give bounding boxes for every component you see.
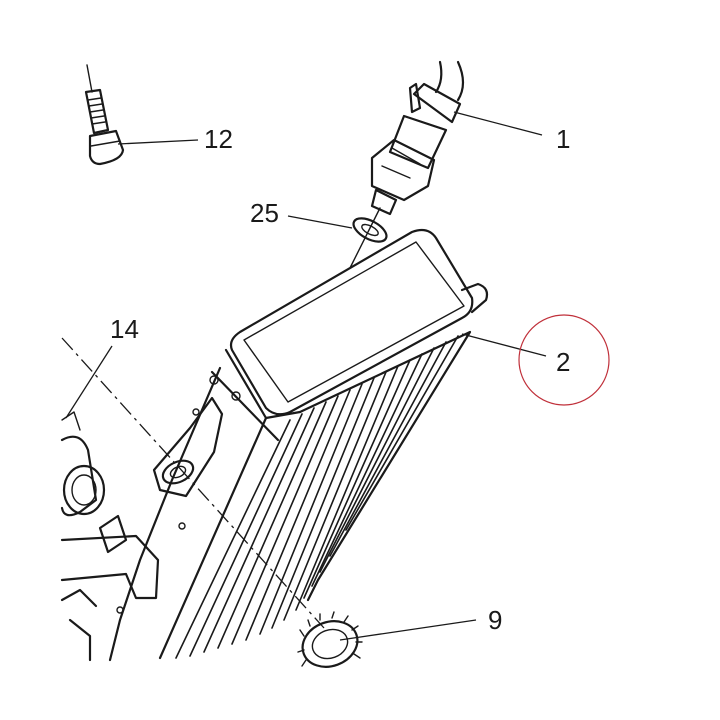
sensor-part — [349, 60, 465, 269]
frame-part — [60, 411, 160, 662]
callout-2: 2 — [556, 347, 570, 377]
highlight-ring — [518, 314, 610, 406]
bolt-part — [84, 64, 125, 166]
leader-lines — [65, 111, 547, 641]
callout-9: 9 — [488, 605, 502, 635]
callout-1: 1 — [556, 124, 570, 154]
radiator-fins — [175, 335, 459, 659]
callout-25: 25 — [250, 198, 279, 228]
gear-part — [297, 611, 363, 668]
radiator-part — [108, 228, 489, 662]
callout-14: 14 — [110, 314, 139, 344]
washer-part — [352, 217, 388, 243]
callout-12: 12 — [204, 124, 233, 154]
center-axis — [61, 337, 325, 629]
